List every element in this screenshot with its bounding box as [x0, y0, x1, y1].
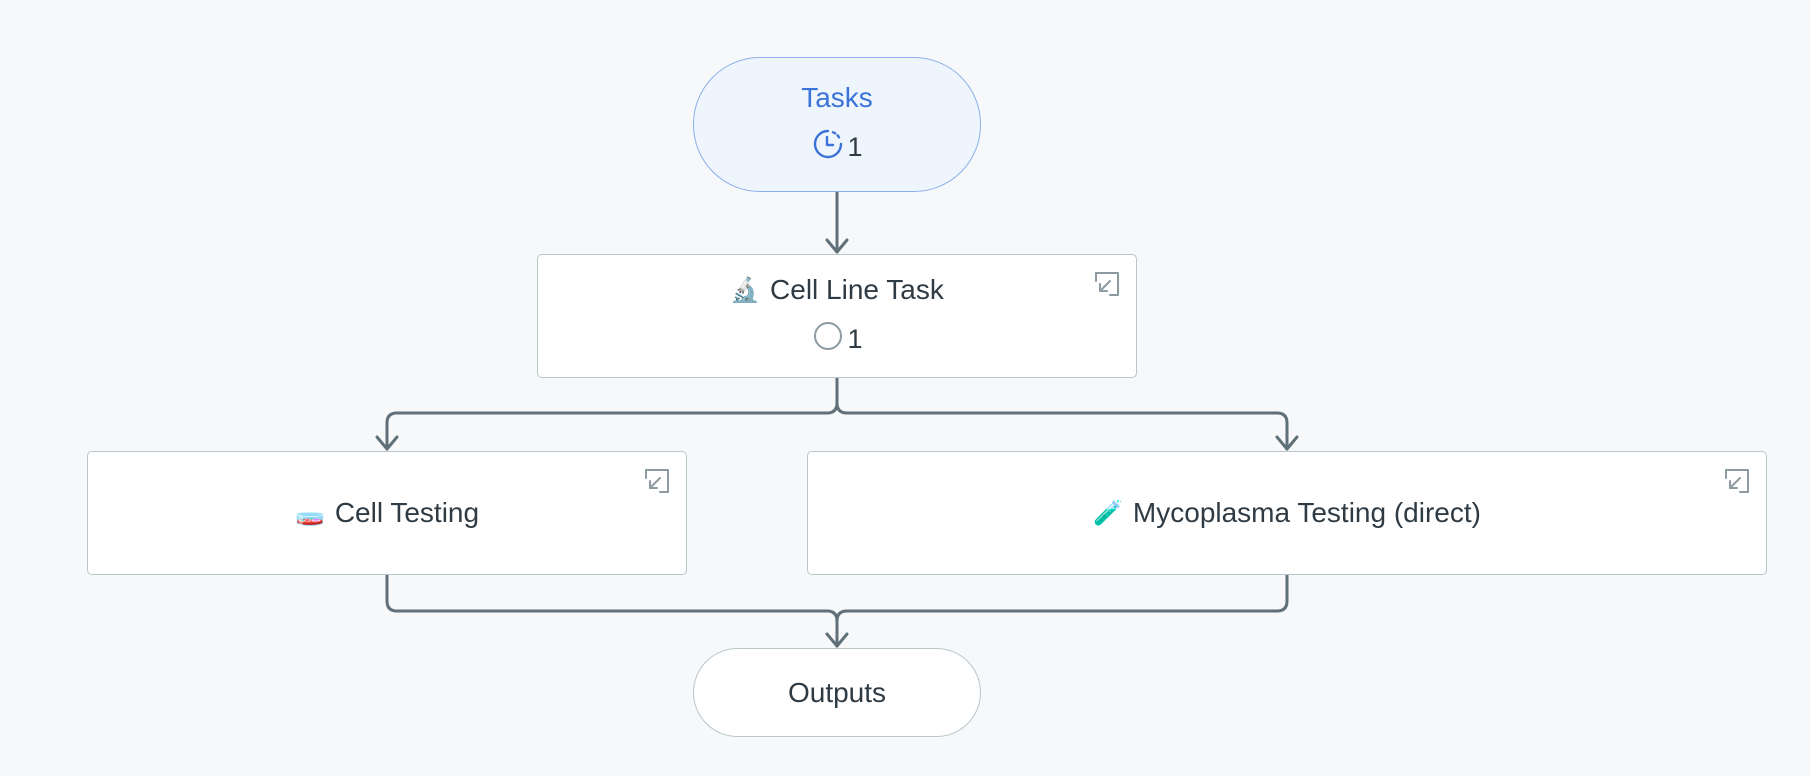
cell-testing-title: 🧫 Cell Testing: [295, 496, 479, 530]
cell-line-task-label: Cell Line Task: [770, 273, 944, 305]
mycoplasma-testing-title: 🧪 Mycoplasma Testing (direct): [1093, 496, 1481, 530]
tasks-label: Tasks: [801, 82, 873, 113]
tasks-count: 1: [847, 132, 863, 162]
expand-icon[interactable]: [1724, 468, 1750, 494]
outputs-label: Outputs: [787, 676, 887, 708]
microscope-icon: 🔬: [730, 275, 761, 304]
cell-testing-label: Cell Testing: [334, 497, 480, 528]
cell-line-task-title: 🔬 Cell Line Task: [730, 273, 944, 307]
cell-line-task-count: 1: [847, 323, 863, 354]
cell-line-task-node[interactable]: 🔬 Cell Line Task 1: [537, 254, 1137, 378]
arrowhead: [825, 238, 849, 254]
test-tube-icon: 🧪: [1093, 499, 1123, 527]
arrowhead: [825, 632, 849, 648]
tasks-status: 1: [811, 127, 863, 168]
mycoplasma-testing-node[interactable]: 🧪 Mycoplasma Testing (direct): [807, 451, 1767, 575]
edge-cell-line-task-to-mycoplasma-testing: [835, 376, 1289, 451]
petri-dish-icon: 🧫: [294, 499, 325, 527]
cell-testing-node[interactable]: 🧫 Cell Testing: [87, 451, 687, 575]
mycoplasma-testing-label: Mycoplasma Testing (direct): [1132, 497, 1481, 528]
arrowhead: [1275, 435, 1299, 451]
clock-icon: [811, 127, 847, 168]
edge-cell-testing-to-outputs: [385, 573, 839, 648]
outputs-end-node[interactable]: Outputs: [693, 648, 981, 737]
expand-icon[interactable]: [1094, 271, 1120, 297]
edge-cell-line-task-to-cell-testing: [385, 376, 839, 451]
edge-mycoplasma-testing-to-outputs: [835, 573, 1289, 648]
tasks-start-node[interactable]: Tasks 1: [693, 57, 981, 192]
expand-icon[interactable]: [644, 468, 670, 494]
arrowhead: [375, 435, 399, 451]
empty-circle-icon: [811, 319, 847, 360]
cell-line-task-status: 1: [811, 319, 863, 360]
